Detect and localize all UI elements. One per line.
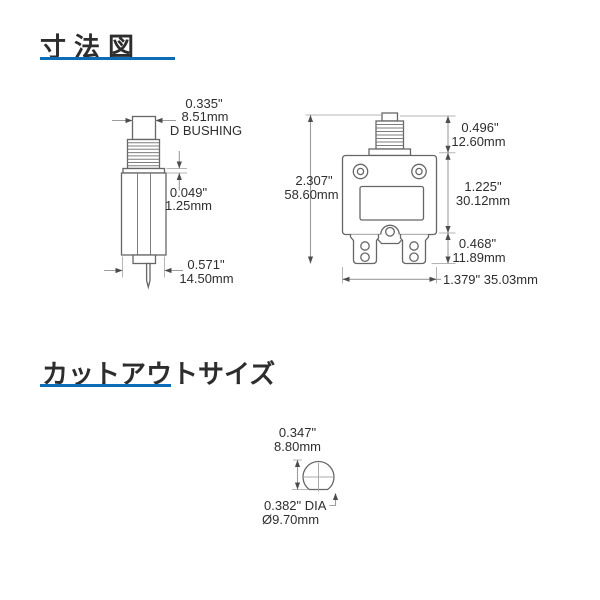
- dim-cutout-flat-height-in: 0.347": [278, 425, 317, 440]
- front-dim-width: [342, 267, 441, 284]
- side-dim-bushing-width: [112, 117, 176, 124]
- dim-front-total-height-in: 2.307": [295, 172, 333, 188]
- side-collar: [122, 167, 166, 174]
- dim-side-bushing-name: D BUSHING: [169, 122, 243, 138]
- front-bushing-threads: [376, 124, 404, 146]
- dim-front-body-height-in: 1.225": [464, 179, 502, 194]
- dim-side-collar-height-mm: 1.25mm: [165, 198, 212, 213]
- dim-front-top-height-in: 0.496": [461, 119, 499, 135]
- dim-front-terminal-height-in: 0.468": [458, 235, 497, 251]
- dim-side-body-width-mm: 14.50mm: [179, 270, 234, 286]
- cutout-dim-flat-height: [292, 459, 309, 490]
- dim-front-top-height-mm: 12.60mm: [451, 133, 506, 149]
- side-terminal-pin: [145, 262, 151, 290]
- dim-side-bushing-width-in: 0.335": [185, 95, 223, 111]
- dim-cutout-diameter-mm: Ø9.70mm: [262, 511, 320, 527]
- cutout-hole-drawing: [292, 459, 339, 507]
- side-dim-body-width: [104, 256, 183, 278]
- cutout-dim-diameter-leader: [329, 493, 339, 507]
- dim-front-body-height-mm: 30.12mm: [455, 193, 511, 208]
- side-button: [131, 115, 157, 141]
- title-underline-cutout: [40, 384, 171, 387]
- title-underline-dimensions: [40, 57, 175, 60]
- dim-cutout-diameter-in: 0.382" DIA: [264, 497, 327, 513]
- cutout-centerlines: [304, 463, 333, 492]
- side-bushing-threads: [127, 142, 160, 167]
- dim-front-width: 1.379" 35.03mm: [443, 271, 538, 287]
- front-dim-right-column: [400, 115, 456, 264]
- front-dim-total-height: [305, 114, 381, 264]
- side-threaded-bushing: [126, 138, 161, 170]
- front-mounting-ear: [373, 224, 407, 245]
- dim-cutout-flat-height-mm: 8.80mm: [274, 439, 321, 454]
- side-dim-collar-height: [166, 151, 187, 191]
- side-view-drawing: [104, 115, 187, 290]
- front-left-terminal: [349, 234, 380, 265]
- front-view-drawing: [305, 112, 456, 284]
- side-bottom-step: [132, 254, 157, 265]
- dim-side-body-width-in: 0.571": [187, 257, 225, 272]
- front-bushing-flange: [368, 148, 412, 157]
- dim-side-bushing-width-mm: 8.51mm: [181, 109, 229, 124]
- side-body-inner-lines: [137, 173, 151, 255]
- front-button: [381, 112, 399, 122]
- front-rivets: [352, 163, 427, 180]
- front-right-terminal: [399, 234, 430, 265]
- front-label-area: [359, 185, 425, 221]
- dim-front-terminal-height-mm: 11.89mm: [452, 249, 506, 265]
- dim-side-collar-height-in: 0.049": [169, 184, 208, 200]
- dim-front-total-height-mm: 58.60mm: [284, 186, 339, 202]
- side-body: [120, 172, 167, 256]
